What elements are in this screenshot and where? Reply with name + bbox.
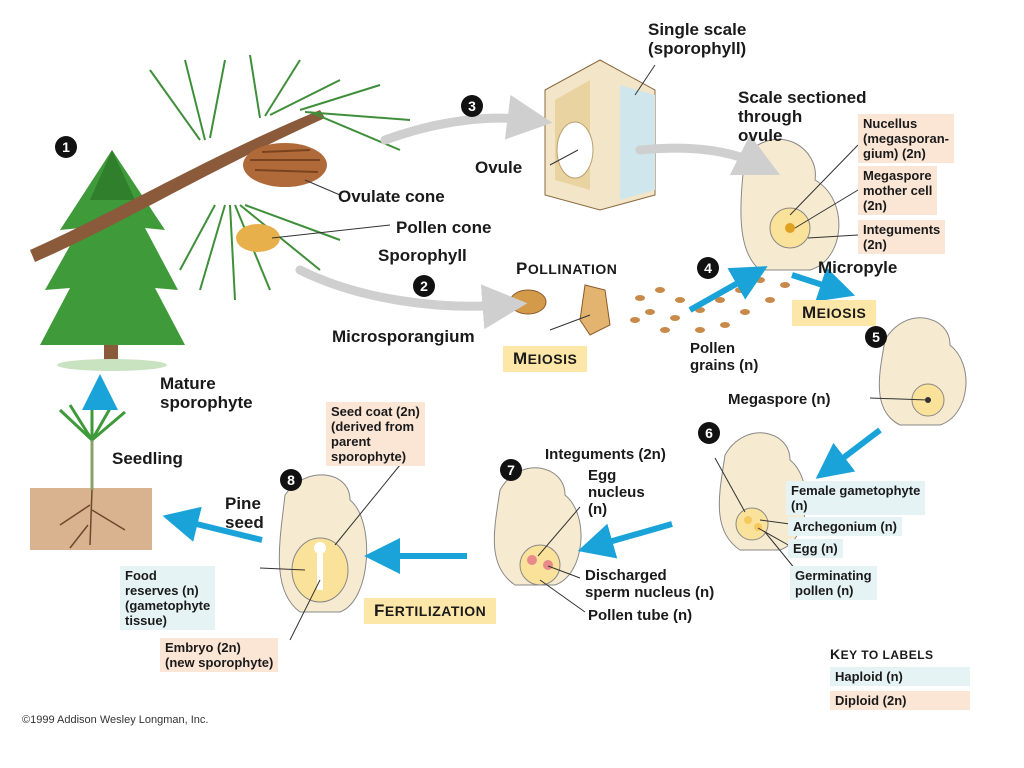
label-pine-seed: Pine seed [225,494,264,532]
process-meiosis-1: MEIOSIS [503,346,588,372]
ovule-stage-7 [493,467,582,586]
label-archegonium: Archegonium (n) [788,517,902,536]
label-sporophyll: Sporophyll [378,246,467,265]
label-ovule: Ovule [475,158,523,177]
process-pollination: POLLINATION [516,259,617,279]
label-pollen-tube: Pollen tube (n) [588,607,693,624]
step-6: 6 [698,422,720,444]
label-integuments-6: Integuments (2n) [545,446,666,463]
single-scale [544,59,656,211]
key-title-cap: K [830,646,841,662]
meiosis-2-rest: EIOSIS [816,305,867,321]
step-2: 2 [413,275,435,297]
label-germinating-pollen: Germinating pollen (n) [790,566,877,600]
step-8: 8 [280,469,302,491]
label-single-scale: Single scale (sporophyll) [648,20,747,58]
pollen-grains [630,277,790,333]
ovulate-cone-shape [243,143,327,187]
process-meiosis-2: MEIOSIS [792,300,877,326]
label-seed-coat: Seed coat (2n) (derived from parent spor… [326,402,425,466]
label-seedling: Seedling [112,449,183,468]
label-scale-sectioned: Scale sectioned through ovule [738,88,867,145]
step-7: 7 [500,459,522,481]
blue-arrows [82,266,882,574]
label-discharged-sperm: Discharged sperm nucleus (n) [585,567,715,601]
label-egg: Egg (n) [788,539,843,558]
sporophyll-shapes [509,284,611,336]
key-title: KEY TO LABELS [830,646,934,662]
pollination-cap: P [516,259,528,278]
fertilization-rest: ERTILIZATION [384,603,487,619]
label-female-gametophyte: Female gametophyte (n) [786,481,926,515]
ovule-stage-6 [718,432,807,551]
label-embryo: Embryo (2n) (new sporophyte) [160,638,279,672]
gray-arrows [295,94,781,330]
pollination-rest: OLLINATION [527,261,618,277]
key-haploid: Haploid (n) [830,667,970,686]
label-ovulate-cone: Ovulate cone [338,187,445,206]
copyright: ©1999 Addison Wesley Longman, Inc. [22,714,209,726]
ovule-stage-5 [878,317,967,426]
label-pollen-grains: Pollen grains (n) [690,340,759,374]
label-nucellus: Nucellus (megasporan- gium) (2n) [858,114,954,163]
meiosis-1-cap: M [513,349,528,368]
seedling [30,400,152,550]
pollen-cone-shape [236,224,280,252]
key-diploid: Diploid (2n) [830,691,970,710]
fertilization-cap: F [374,601,385,620]
pine-tree [40,150,185,371]
leader-lines [259,64,929,641]
step-1: 1 [55,136,77,158]
label-megaspore-mother-cell: Megaspore mother cell (2n) [858,166,938,215]
label-megaspore: Megaspore (n) [728,391,831,408]
label-egg-nucleus: Egg nucleus (n) [588,467,645,518]
pine-seed [278,474,368,613]
label-microsporangium: Microsporangium [332,327,475,346]
step-3: 3 [461,95,483,117]
label-micropyle: Micropyle [818,258,898,277]
key-title-rest: EY TO LABELS [840,648,934,662]
label-pollen-cone: Pollen cone [396,218,492,237]
label-mature-sporophyte: Mature sporophyte [160,374,253,412]
meiosis-1-rest: EIOSIS [527,351,578,367]
process-fertilization: FERTILIZATION [364,598,497,624]
meiosis-2-cap: M [802,303,817,322]
label-food-reserves: Food reserves (n) (gametophyte tissue) [120,566,216,630]
step-5: 5 [865,326,887,348]
pine-branch [30,54,411,301]
label-integuments-top: Integuments (2n) [858,220,946,254]
step-4: 4 [697,257,719,279]
